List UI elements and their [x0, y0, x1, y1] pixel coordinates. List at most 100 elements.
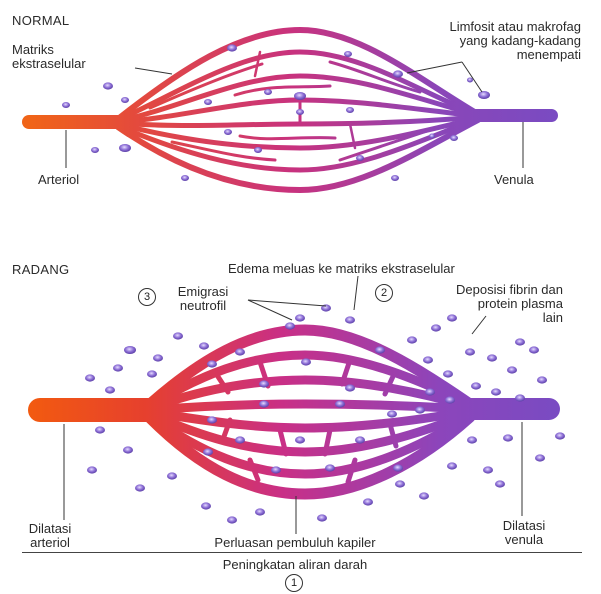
arteriole-label: Arteriol [38, 173, 79, 187]
cell [393, 464, 403, 471]
cell [124, 346, 136, 354]
cell [419, 492, 429, 499]
dilated-arteriole [28, 398, 164, 422]
cell [467, 78, 473, 83]
cell [113, 364, 123, 371]
cell [254, 147, 262, 153]
cell [317, 514, 327, 521]
leader-matrix [135, 68, 172, 74]
cell [235, 436, 245, 443]
cell [259, 400, 269, 407]
cell [467, 436, 477, 443]
cell [295, 436, 305, 443]
arteriole-dilation-label: Dilatasi arteriol [12, 522, 88, 550]
cell [85, 374, 95, 381]
fibrin-label-line-3: lain [456, 311, 563, 325]
emigration-label: Emigrasi neutrofil [158, 285, 248, 313]
cell [395, 480, 405, 487]
cell [255, 508, 265, 515]
venule-label: Venula [494, 173, 534, 187]
cell [91, 147, 99, 153]
cell [415, 406, 425, 413]
cell [203, 448, 213, 455]
cell [407, 336, 417, 343]
cell [515, 394, 525, 401]
normal-arteriole [22, 115, 130, 129]
cell [447, 462, 457, 469]
cell [555, 432, 565, 439]
matrix-label: Matriks ekstraselular [12, 43, 86, 71]
cell [393, 70, 403, 77]
cell [535, 454, 545, 461]
cell [515, 338, 525, 345]
cell [87, 466, 97, 473]
cell [375, 346, 385, 353]
venule-dilation-line-2: venula [486, 533, 562, 547]
cell [135, 484, 145, 491]
fibrin-number: 2 [375, 284, 393, 302]
cell [429, 134, 435, 139]
cell [207, 416, 217, 423]
capillary-expansion-label: Perluasan pembuluh kapiler [150, 536, 440, 550]
emigration-number: 3 [138, 288, 156, 306]
emigration-label-line-2: neutrofil [158, 299, 248, 313]
cell [483, 466, 493, 473]
inflammation-vessel-network [28, 304, 565, 523]
cell [224, 129, 232, 135]
cell [227, 516, 237, 523]
cell [445, 396, 455, 403]
cell [495, 480, 505, 487]
cell [259, 380, 269, 387]
cell [119, 144, 131, 152]
cell [345, 384, 355, 391]
cell [301, 358, 311, 365]
fibrin-label: Deposisi fibrin dan protein plasma lain [456, 283, 563, 325]
footer-divider [22, 552, 582, 553]
cell [325, 464, 335, 471]
cell [355, 436, 365, 443]
cell [431, 324, 441, 331]
cell [537, 376, 547, 383]
cell [285, 322, 295, 329]
normal-title: NORMAL [12, 13, 69, 28]
cell [121, 97, 129, 103]
cell [207, 360, 217, 367]
cell [204, 99, 212, 105]
cell [450, 135, 458, 141]
cell [103, 82, 113, 89]
arteriole-dilation-line-1: Dilatasi [12, 522, 88, 536]
cell [344, 51, 352, 57]
cell [465, 348, 475, 355]
cell [503, 434, 513, 441]
cell [487, 354, 497, 361]
cell [201, 502, 211, 509]
lymphocyte-label-line-1: Limfosit atau makrofag [449, 20, 581, 34]
leader-lymphocyte-b [462, 62, 482, 92]
venule-dilation-label: Dilatasi venula [486, 519, 562, 547]
venule-dilation-line-1: Dilatasi [486, 519, 562, 533]
cell [345, 316, 355, 323]
cell [346, 107, 354, 113]
fibrin-label-line-2: protein plasma [456, 297, 563, 311]
arteriole-dilation-line-2: arteriol [12, 536, 88, 550]
matrix-label-line-2: ekstraselular [12, 57, 86, 71]
cell [391, 175, 399, 181]
cell [471, 382, 481, 389]
cell [491, 388, 501, 395]
edema-label: Edema meluas ke matriks ekstraselular [228, 262, 455, 276]
leader-lymphocyte-a [407, 62, 462, 73]
cell [294, 92, 306, 100]
cell [62, 102, 70, 108]
cell [147, 370, 157, 377]
matrix-label-line-1: Matriks [12, 43, 86, 57]
cell [199, 342, 209, 349]
cell [529, 346, 539, 353]
cell [173, 332, 183, 339]
lymphocyte-label-line-2: yang kadang-kadang [449, 34, 581, 48]
inflammation-title: RADANG [12, 262, 69, 277]
cell [123, 446, 133, 453]
cell [443, 370, 453, 377]
cell [478, 91, 490, 99]
lymphocyte-label: Limfosit atau makrofag yang kadang-kadan… [449, 20, 581, 62]
